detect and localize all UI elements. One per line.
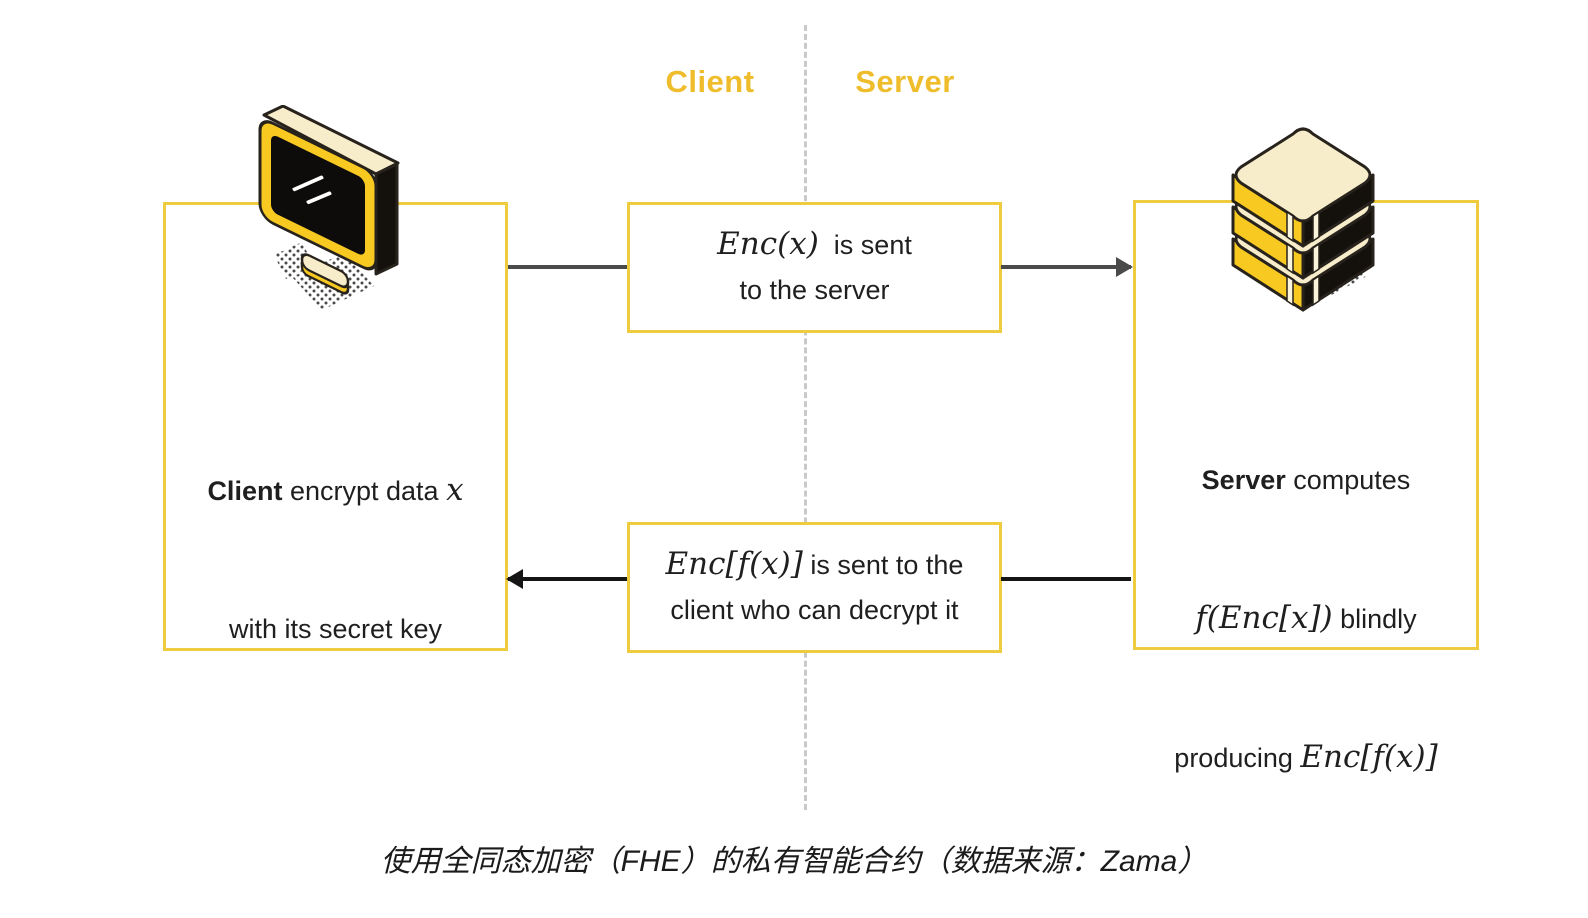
- arrowhead-right-icon: [1116, 257, 1133, 277]
- arrowhead-left-icon: [506, 569, 523, 589]
- connector-server-to-message: [1001, 577, 1131, 581]
- server-box-text: Server computes f(Enc[x]) blindly produc…: [1136, 365, 1476, 873]
- caption: 使用全同态加密（FHE）的私有智能合约（数据来源：Zama）: [380, 845, 1208, 878]
- server-box-line3: producing Enc[f(x)]: [1174, 739, 1438, 775]
- lane-label-client: Client: [665, 64, 755, 99]
- lane-label-server: Server: [855, 64, 955, 99]
- database-stack-icon: [1231, 127, 1375, 312]
- monitor-stand: [300, 253, 350, 289]
- arrow-message-to-server: [1001, 257, 1133, 277]
- server-box-line2: f(Enc[x]) blindly: [1195, 600, 1417, 636]
- monitor-icon: [258, 105, 400, 310]
- message-bottom-line1: Enc[f(x)] is sent to the: [665, 546, 964, 582]
- monitor-side-bevel: [374, 162, 399, 276]
- message-top-line1: Enc(x) is sent: [717, 226, 912, 262]
- message-bottom-line2: client who can decrypt it: [670, 595, 959, 625]
- server-disk-top: [1231, 127, 1375, 248]
- lane-divider-dashed-line: [804, 25, 807, 810]
- screen-glare: [306, 191, 332, 205]
- connector-client-to-message: [508, 265, 627, 269]
- client-box-text: Client encrypt data x with its secret ke…: [166, 375, 505, 744]
- monitor-screen: [271, 135, 365, 255]
- client-box-line1: Client encrypt data x: [207, 472, 464, 508]
- server-box-line1: Server computes: [1201, 465, 1411, 495]
- arrow-message-to-client: [506, 569, 627, 589]
- message-box-enc-x: Enc(x) is sent to the server: [627, 202, 1002, 333]
- client-box-line2: with its secret key: [228, 614, 443, 644]
- message-box-enc-fx: Enc[f(x)] is sent to the client who can …: [627, 522, 1002, 653]
- message-top-line2: to the server: [739, 275, 890, 305]
- screen-glare: [292, 175, 324, 192]
